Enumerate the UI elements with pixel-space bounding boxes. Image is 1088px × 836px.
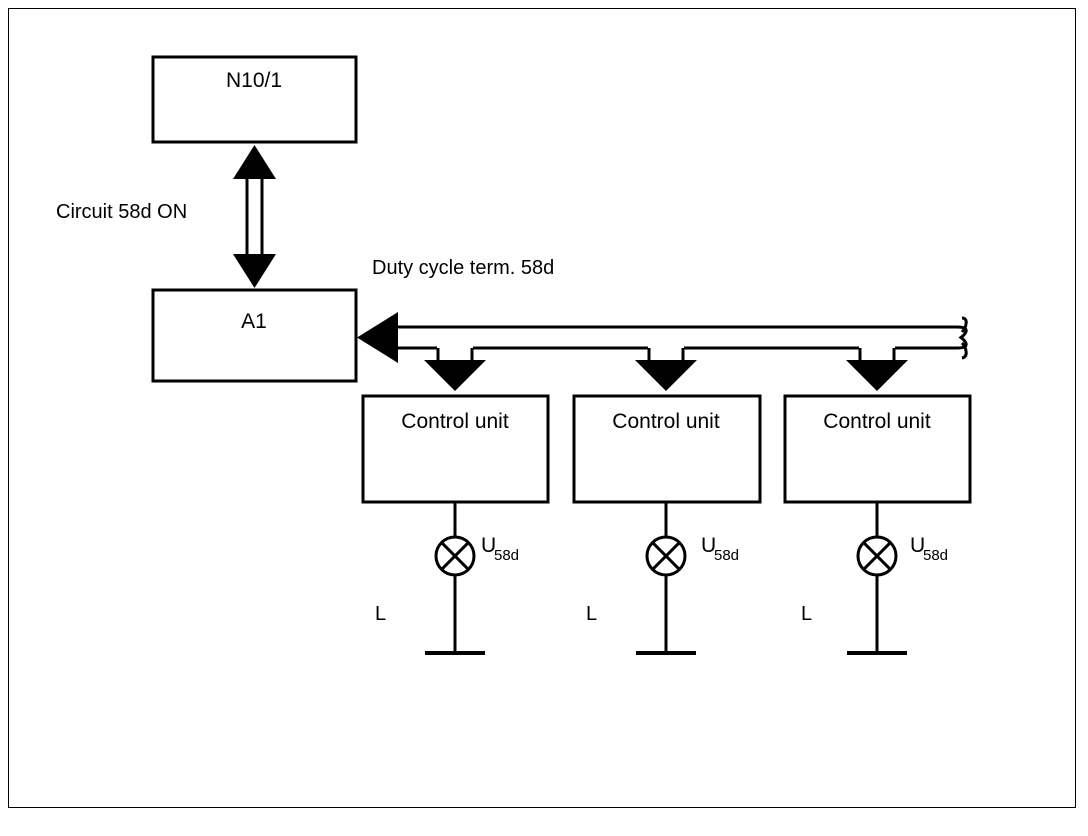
lamp-3-voltage-subscript: 58d xyxy=(923,547,948,564)
page-border-frame xyxy=(8,8,1076,808)
block-control-unit-1[interactable]: Control unit xyxy=(361,394,550,504)
branch-3-arrowhead-down-icon xyxy=(846,360,908,391)
lamp-2-voltage-label: U xyxy=(701,534,716,557)
block-control-unit-2-label: Control unit xyxy=(612,410,720,433)
block-control-unit-3-label: Control unit xyxy=(823,410,931,433)
branch-1-arrowhead-down-icon xyxy=(424,360,486,391)
block-control-unit-3[interactable]: Control unit xyxy=(783,394,972,504)
lamp-circuit-3: U 58d L xyxy=(801,502,948,655)
lamp-3-line-label: L xyxy=(801,603,812,625)
block-n10-1[interactable]: N10/1 xyxy=(151,55,358,144)
lamp-3-cross-stroke-b-icon xyxy=(862,541,892,571)
lamp-circuit-2: U 58d L xyxy=(586,502,739,655)
block-control-unit-3-rect xyxy=(783,394,972,504)
block-n10-1-label: N10/1 xyxy=(226,69,282,92)
block-control-unit-1-label: Control unit xyxy=(401,410,509,433)
arrowhead-down-icon xyxy=(233,254,276,288)
circuit-58d-on-label: Circuit 58d ON xyxy=(56,201,187,223)
bus-break-lower-tail-icon xyxy=(960,341,968,360)
duty-cycle-bus xyxy=(357,312,968,363)
bus-branch-tap-1 xyxy=(424,348,486,391)
lamp-1-line-label: L xyxy=(375,603,386,625)
lamp-2-line-label: L xyxy=(586,603,597,625)
block-control-unit-2[interactable]: Control unit xyxy=(572,394,762,504)
block-a1[interactable]: A1 xyxy=(151,288,358,383)
bus-branch-tap-3 xyxy=(846,348,908,391)
block-control-unit-2-rect xyxy=(572,394,762,504)
lamp-1-cross-stroke-b-icon xyxy=(440,541,470,571)
lamp-circuit-1: U 58d L xyxy=(375,502,519,655)
lamp-2-cross-stroke-b-icon xyxy=(651,541,681,571)
bus-branch-tap-2 xyxy=(635,348,697,391)
lamp-1-voltage-label: U xyxy=(481,534,496,557)
duty-cycle-term-58d-label: Duty cycle term. 58d xyxy=(372,257,554,279)
lamp-1-voltage-subscript: 58d xyxy=(494,547,519,564)
lamp-2-voltage-subscript: 58d xyxy=(714,547,739,564)
bus-arrowhead-into-a1-icon xyxy=(357,312,398,363)
block-n10-1-rect xyxy=(151,55,358,144)
block-a1-label: A1 xyxy=(241,310,267,333)
block-a1-rect xyxy=(151,288,358,383)
bus-break-upper-tail-icon xyxy=(960,316,968,334)
bidirectional-arrow-connector xyxy=(233,145,276,288)
lamp-3-voltage-label: U xyxy=(910,534,925,557)
arrowhead-up-icon xyxy=(233,145,276,179)
branch-2-arrowhead-down-icon xyxy=(635,360,697,391)
